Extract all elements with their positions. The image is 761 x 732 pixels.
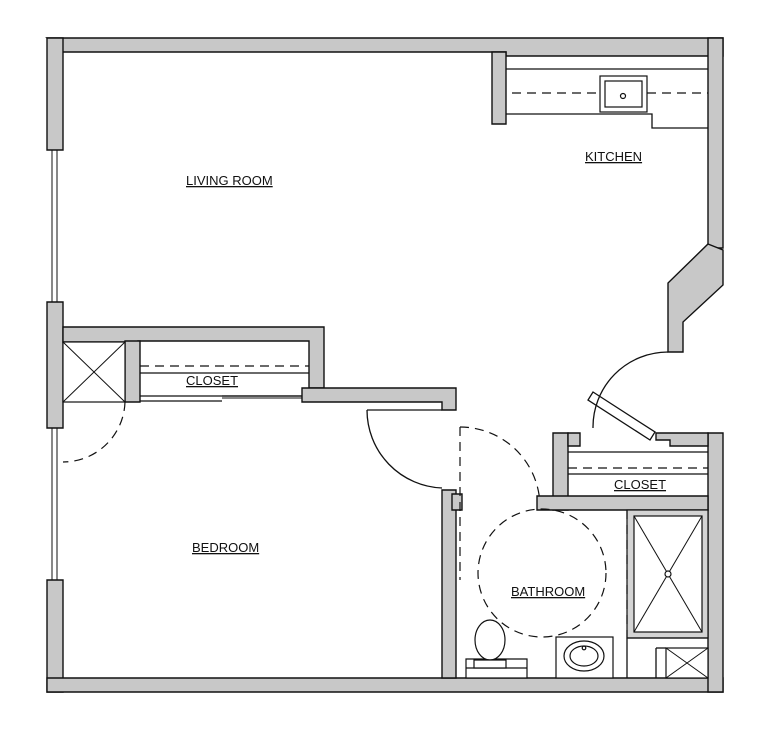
wall-bath-closet-bottom bbox=[536, 495, 709, 511]
closet-left-jamb bbox=[124, 340, 141, 403]
wall-left-upper bbox=[46, 37, 64, 151]
bathroom-fixtures bbox=[465, 508, 709, 679]
wall-right-upper bbox=[707, 37, 724, 249]
wall-left-middle bbox=[46, 301, 64, 429]
entry-door bbox=[587, 351, 669, 441]
wall-left-lower bbox=[46, 579, 64, 693]
kitchen-area bbox=[491, 51, 708, 129]
label-closet-bath: CLOSET bbox=[614, 477, 666, 492]
wall-bath-closet-right-top bbox=[655, 432, 709, 447]
label-bathroom: BATHROOM bbox=[511, 584, 585, 599]
room-labels: LIVING ROOM KITCHEN CLOSET CLOSET BEDROO… bbox=[186, 149, 666, 599]
wall-bottom bbox=[46, 677, 724, 693]
wall-top bbox=[45, 37, 724, 57]
label-living-room: LIVING ROOM bbox=[186, 173, 273, 188]
wall-bath-closet-top bbox=[567, 432, 581, 447]
wall-right-lower bbox=[707, 432, 724, 693]
wall-angled bbox=[667, 243, 724, 353]
label-closet-bedroom: CLOSET bbox=[186, 373, 238, 388]
bath-closet bbox=[536, 432, 709, 511]
wall-bedroom-bath bbox=[441, 489, 457, 679]
bath-partition bbox=[366, 409, 541, 679]
windows bbox=[51, 150, 58, 580]
bedroom-partition bbox=[62, 326, 457, 463]
kitchen-stub-wall bbox=[491, 51, 507, 125]
label-bedroom: BEDROOM bbox=[192, 540, 259, 555]
label-kitchen: KITCHEN bbox=[585, 149, 642, 164]
outer-walls bbox=[45, 37, 724, 693]
turning-circle bbox=[477, 508, 607, 638]
kitchen-counter bbox=[506, 68, 708, 129]
wall-closet-bottom bbox=[301, 387, 457, 411]
